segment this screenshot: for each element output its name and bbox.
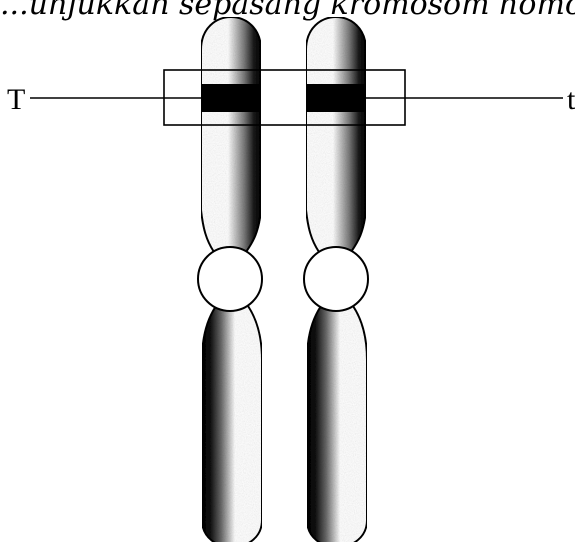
allele-label-recessive: t bbox=[567, 83, 575, 116]
left-gene-band bbox=[201, 84, 261, 112]
left-chromosome-lower-arm bbox=[202, 306, 262, 542]
right-chromosome-lower-arm bbox=[307, 306, 367, 542]
left-chromosome-upper-arm bbox=[201, 17, 261, 252]
right-chromosome-upper-arm bbox=[306, 17, 366, 252]
right-centromere bbox=[304, 247, 368, 311]
allele-label-dominant: T bbox=[7, 83, 25, 116]
left-centromere bbox=[198, 247, 262, 311]
right-gene-band bbox=[306, 84, 366, 112]
